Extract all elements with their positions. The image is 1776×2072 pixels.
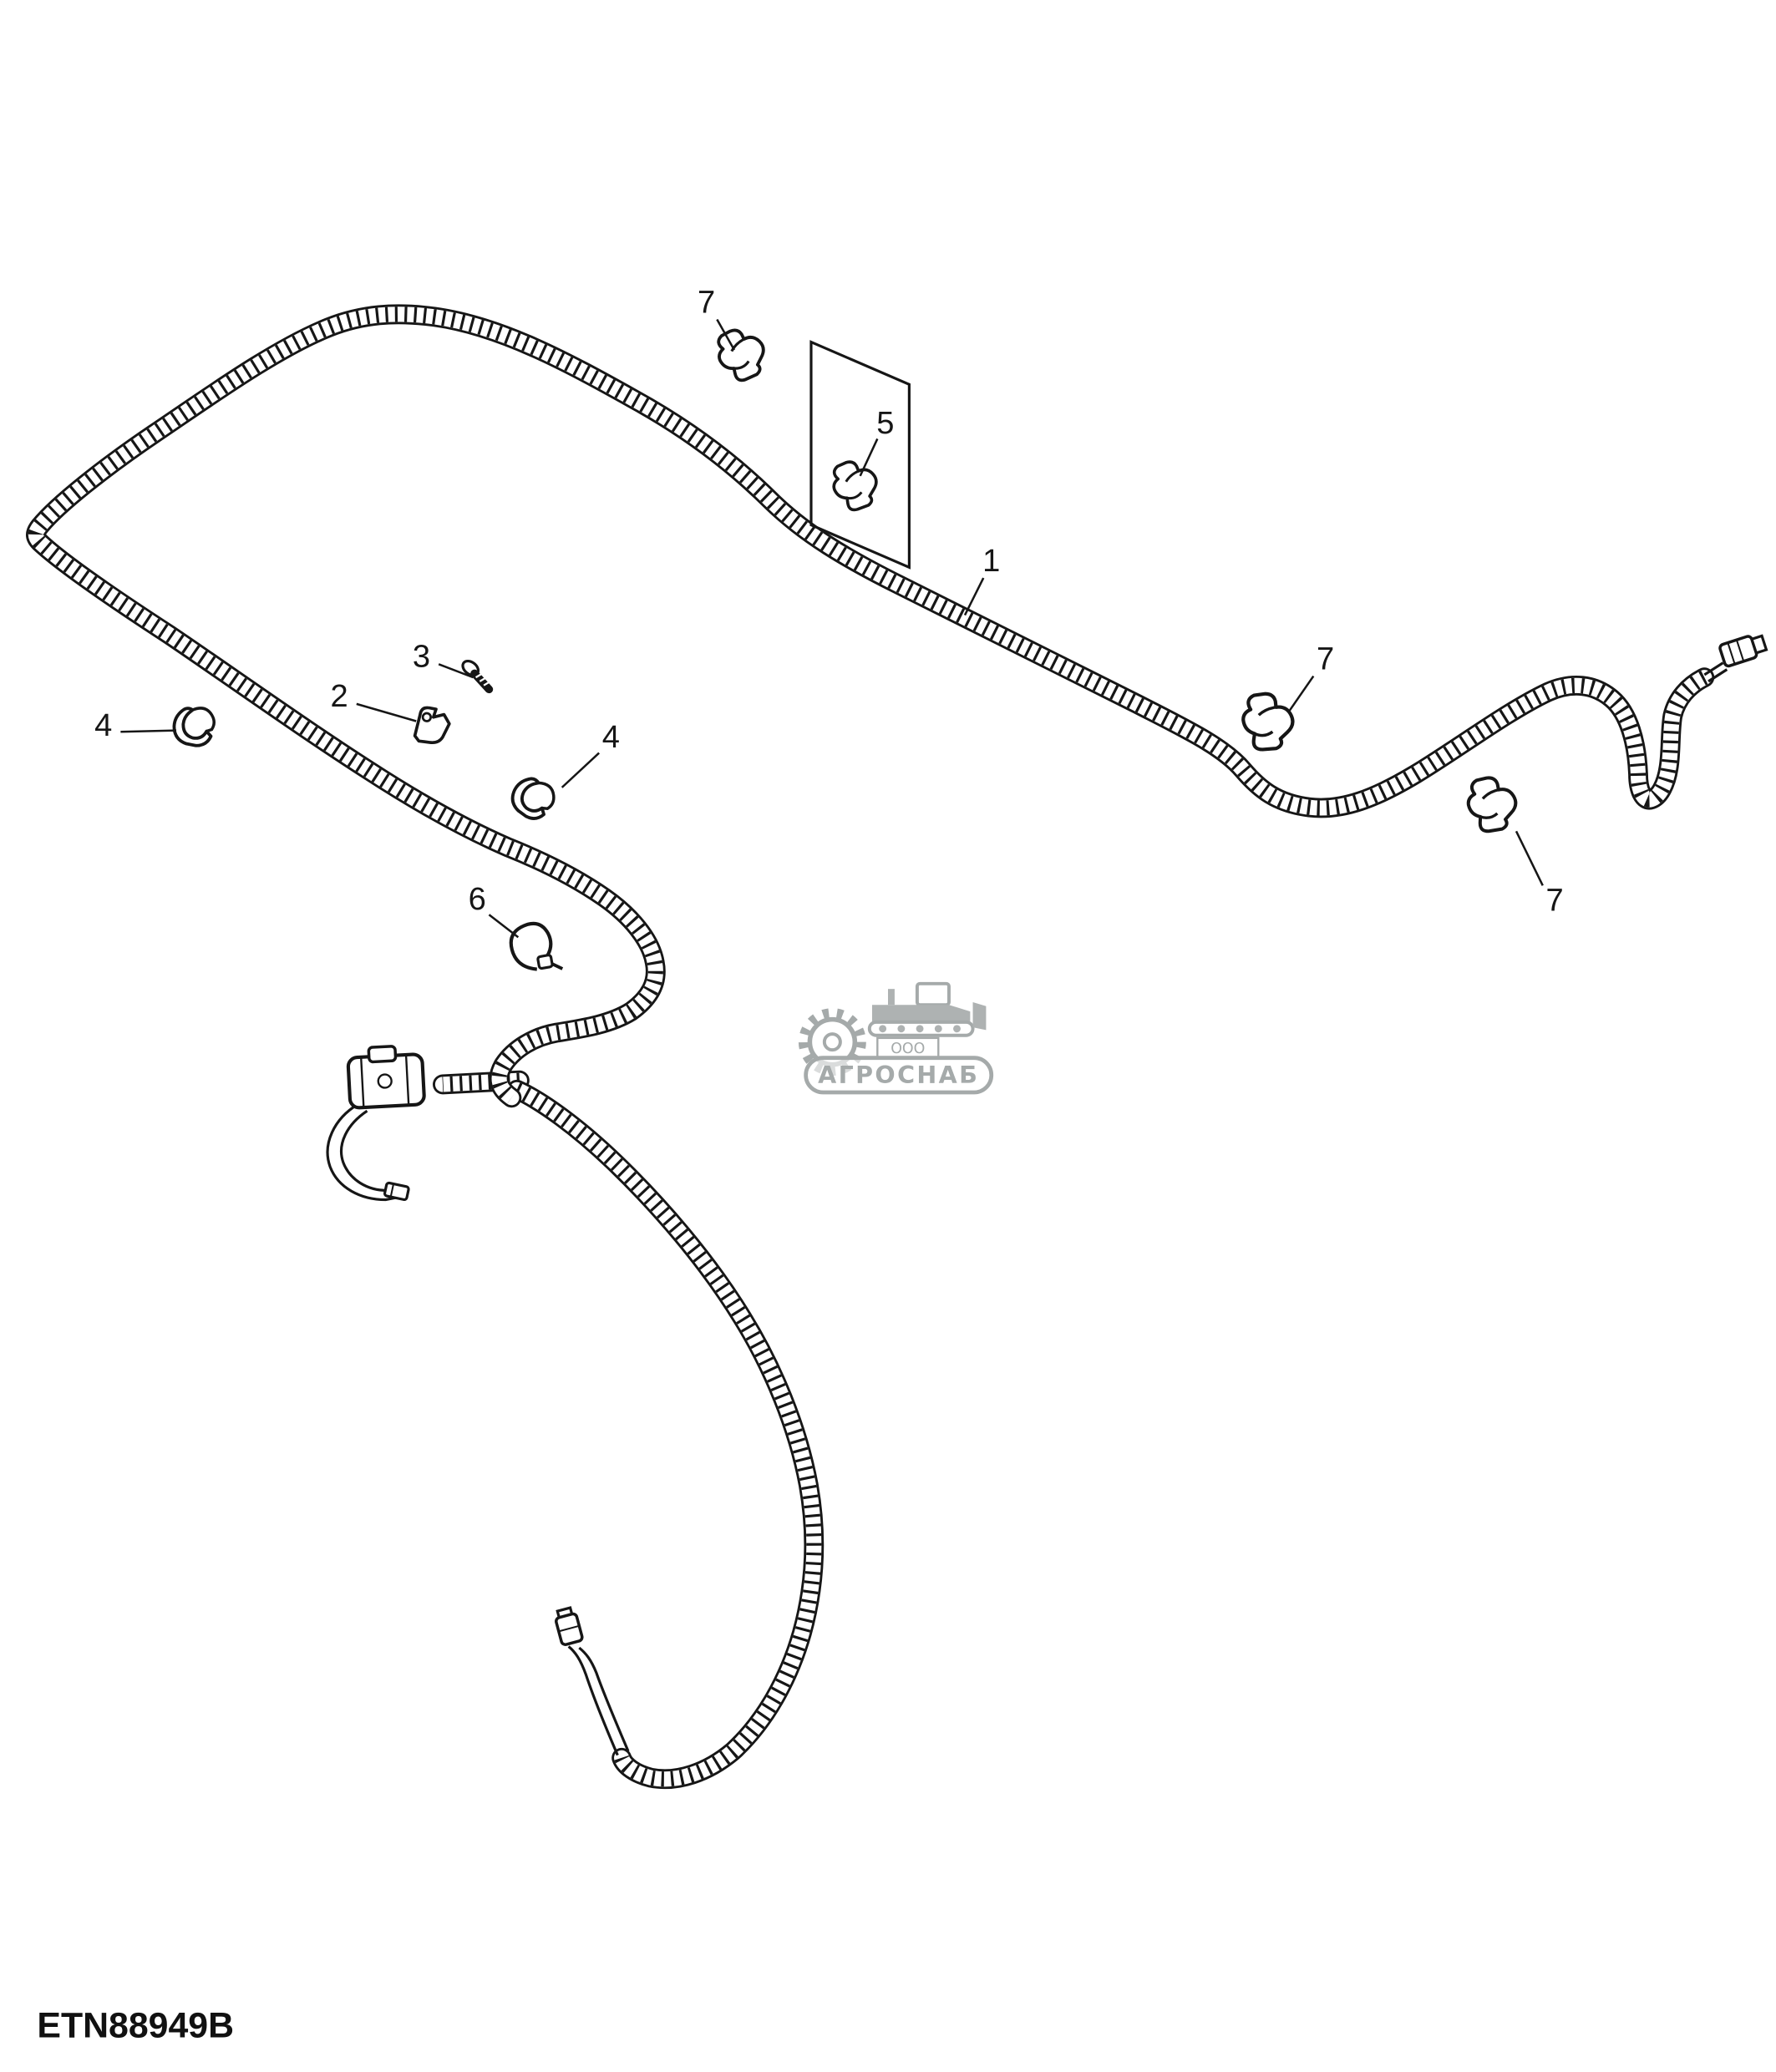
leader-5	[859, 438, 879, 477]
clamp-7-right-upper-icon	[1240, 692, 1296, 753]
figure-part-code: ETN88949B	[37, 2006, 234, 2046]
watermark-ooo-label: ООО	[891, 1041, 925, 1057]
clip-5-icon	[829, 457, 881, 514]
callout-4-left: 4	[94, 708, 112, 743]
leader-4-mid	[561, 752, 600, 788]
bottom-connector-wire-2	[578, 1646, 630, 1752]
harness-branch-fill	[517, 1090, 814, 1779]
leader-1	[963, 577, 985, 616]
bracket-2-icon	[413, 706, 451, 744]
clamp-7-right-lower-icon	[1467, 777, 1517, 833]
callout-7-right-lower: 7	[1545, 883, 1563, 918]
watermark-tractor-icon	[867, 981, 987, 1037]
watermark-brand-box	[804, 1056, 994, 1095]
leader-4-left	[120, 729, 177, 733]
watermark: ООО АГРОСНАБ	[798, 981, 994, 1095]
connector-left-icon	[348, 1045, 424, 1108]
callout-3: 3	[413, 639, 430, 674]
callout-6: 6	[469, 882, 486, 917]
leader-3	[438, 663, 474, 679]
clip-4-mid-icon	[505, 772, 561, 826]
harness-tubes	[36, 314, 1704, 1779]
callout-7-right-upper: 7	[1317, 642, 1334, 677]
callout-7-top: 7	[698, 286, 715, 321]
harness-branch-ribs	[517, 1090, 814, 1779]
leader-7-right-lower	[1515, 830, 1544, 886]
left-connector-wire-2	[339, 1109, 398, 1193]
leader-7-right-upper	[1288, 675, 1315, 712]
harness-wires	[326, 661, 1728, 1756]
callout-1: 1	[982, 544, 1000, 579]
left-connector-wire-1	[326, 1102, 399, 1202]
wire-ferrule-icon	[383, 1181, 411, 1202]
leader-7-top	[716, 318, 736, 351]
detail-box-item5	[809, 340, 911, 570]
right-connector-wire-1	[1703, 661, 1724, 676]
bottom-connector-wire-1	[567, 1645, 619, 1756]
right-connector-wire-2	[1707, 668, 1728, 683]
leader-2	[356, 702, 417, 722]
connector-right-icon	[1718, 631, 1769, 669]
callout-4-mid: 4	[602, 720, 620, 755]
harness-main-outline	[36, 314, 1704, 1097]
clamp-7-top-icon	[713, 323, 771, 386]
callout-5: 5	[876, 406, 894, 441]
leader-lines	[120, 318, 1544, 939]
clip-4-left-icon	[170, 704, 218, 749]
leader-6	[488, 914, 520, 939]
callout-2: 2	[331, 679, 348, 714]
harness-branch-outline	[517, 1090, 814, 1779]
connector-bottom-icon	[551, 1605, 585, 1647]
cable-tie-6-icon	[508, 919, 562, 976]
watermark-brand-label: АГРОСНАБ	[818, 1061, 979, 1089]
